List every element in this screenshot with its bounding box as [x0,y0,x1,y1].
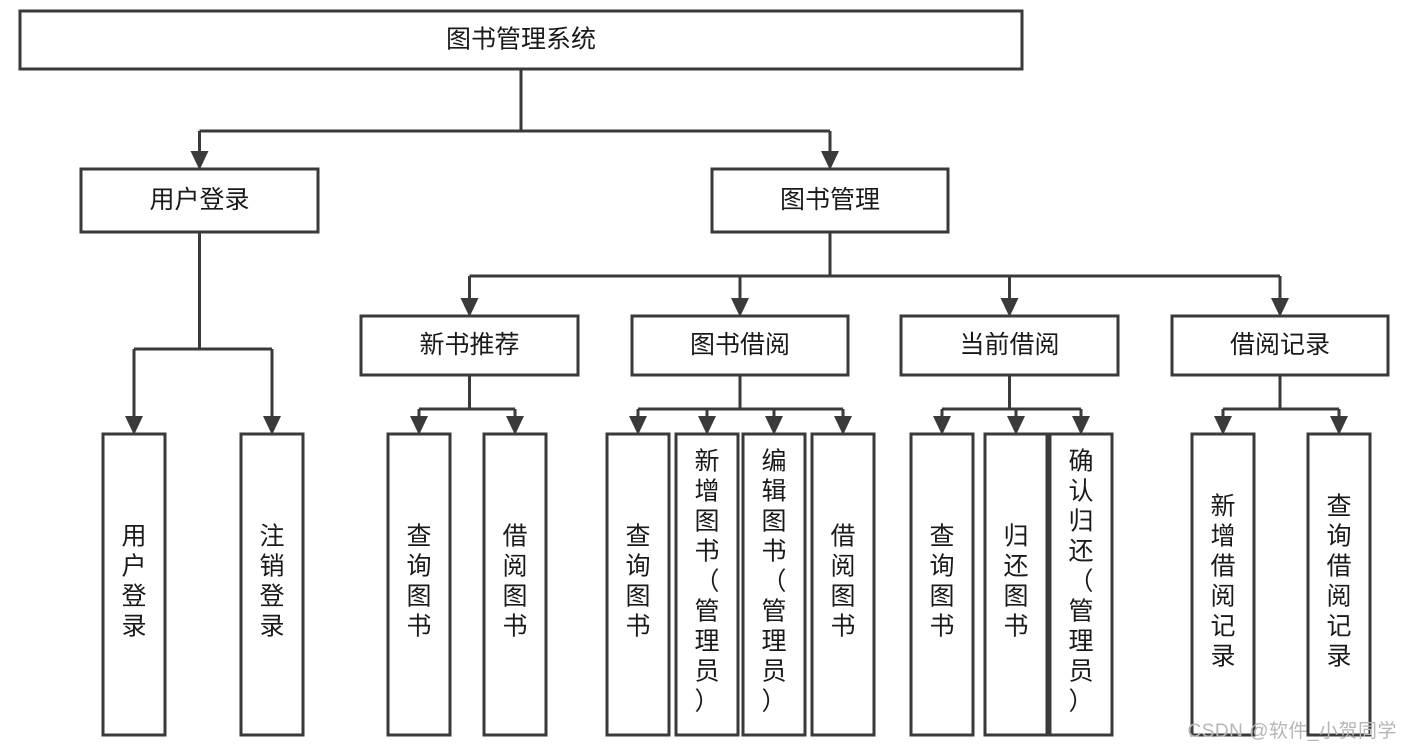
node-book-management[interactable]: 图书管理 [710,167,950,234]
node-box[interactable] [386,432,452,737]
node-leaf-query-record[interactable]: 查询借阅记录 [1306,432,1372,737]
node-label: 借阅记录 [1230,331,1330,359]
node-label: 新书推荐 [419,331,519,359]
node-label: 新增图书（管理员） [694,448,719,716]
node-label: 查询图书 [406,523,431,641]
node-label: 查询图书 [625,523,650,641]
node-box[interactable] [1306,432,1372,737]
node-label: 编辑图书（管理员） [761,448,786,716]
connector-group-current-borrow [933,375,1090,435]
node-leaf-logout[interactable]: 注销登录 [239,432,305,737]
node-leaf-add-book[interactable]: 新增图书（管理员） [674,432,740,737]
node-box[interactable] [909,432,975,737]
node-box[interactable] [630,314,850,377]
node-label: 图书借阅 [690,331,790,359]
node-leaf-edit-book[interactable]: 编辑图书（管理员） [741,432,807,737]
node-leaf-return-book[interactable]: 归还图书 [983,432,1049,737]
node-box[interactable] [1190,432,1256,737]
node-box[interactable] [741,432,807,737]
node-label: 确认归还（管理员） [1068,448,1093,716]
node-box[interactable] [18,9,1024,71]
node-box[interactable] [1048,432,1114,737]
node-box[interactable] [983,432,1049,737]
node-borrow-record[interactable]: 借阅记录 [1170,314,1390,377]
connector-group-root [190,69,839,170]
node-user-login[interactable]: 用户登录 [79,167,320,234]
node-box[interactable] [101,432,167,737]
node-leaf-confirm-return[interactable]: 确认归还（管理员） [1048,432,1114,737]
connector-group-new-book-recommend [410,375,524,435]
node-leaf-query-book-1[interactable]: 查询图书 [386,432,452,737]
csdn-watermark: CSDN @软件_小贺同学 [1187,721,1397,742]
connectors-layer [125,69,1348,435]
node-box[interactable] [482,432,548,737]
node-label: 当前借阅 [959,331,1059,359]
node-box[interactable] [359,314,580,377]
nodes-layer: 图书管理系统用户登录图书管理新书推荐图书借阅当前借阅借阅记录用户登录注销登录查询… [18,9,1390,737]
connector-group-user-login [125,232,281,435]
node-box[interactable] [674,432,740,737]
node-leaf-borrow-book-1[interactable]: 借阅图书 [482,432,548,737]
node-label: 新增借阅记录 [1210,493,1235,671]
connector-group-borrow-record [1214,375,1348,435]
node-box[interactable] [239,432,305,737]
node-label: 查询图书 [929,523,954,641]
node-label: 图书管理 [780,186,880,214]
node-box[interactable] [1170,314,1390,377]
node-leaf-add-record[interactable]: 新增借阅记录 [1190,432,1256,737]
node-label: 查询借阅记录 [1326,493,1351,671]
node-leaf-query-book-2[interactable]: 查询图书 [605,432,671,737]
node-label: 借阅图书 [830,523,855,641]
node-label: 归还图书 [1003,523,1028,641]
node-root[interactable]: 图书管理系统 [18,9,1024,71]
node-current-borrow[interactable]: 当前借阅 [899,314,1120,377]
node-box[interactable] [710,167,950,234]
node-box[interactable] [810,432,876,737]
node-leaf-borrow-book-2[interactable]: 借阅图书 [810,432,876,737]
node-leaf-query-book-3[interactable]: 查询图书 [909,432,975,737]
node-book-borrow[interactable]: 图书借阅 [630,314,850,377]
node-label: 注销登录 [259,523,284,641]
node-new-book-recommend[interactable]: 新书推荐 [359,314,580,377]
node-label: 图书管理系统 [446,26,596,54]
node-label: 用户登录 [121,523,146,641]
node-box[interactable] [605,432,671,737]
connector-group-book-management [460,232,1289,317]
node-label: 用户登录 [149,186,249,214]
connector-group-book-borrow [629,375,852,435]
node-box[interactable] [899,314,1120,377]
node-box[interactable] [79,167,320,234]
node-leaf-user-login[interactable]: 用户登录 [101,432,167,737]
node-label: 借阅图书 [502,523,527,641]
